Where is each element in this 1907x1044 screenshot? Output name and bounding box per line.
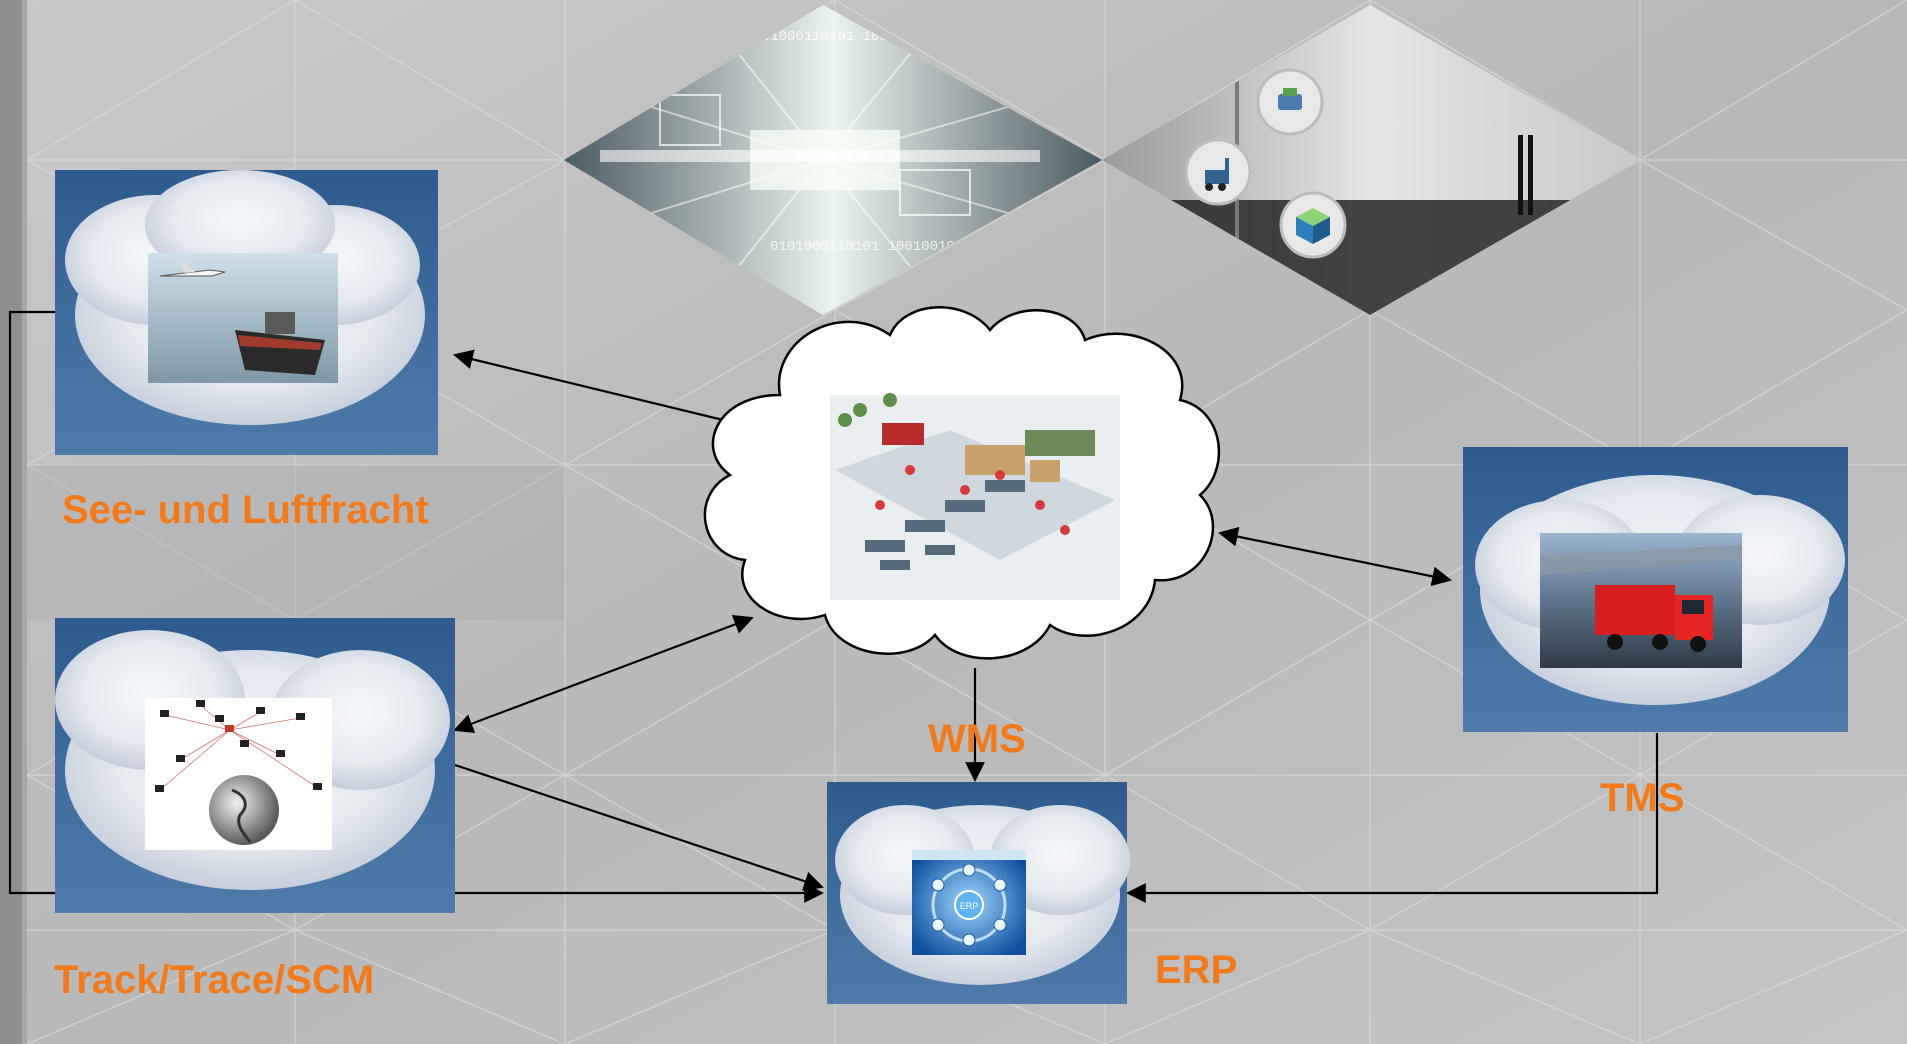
left-strip-edge [22,0,27,1044]
bg-tile [295,465,565,620]
label-tms: TMS [1600,776,1685,820]
tms-tile [1463,447,1848,732]
erp-logo-text: ERP [960,901,979,911]
arrow-sea-wms [453,349,754,433]
arrow-wms-tms [1218,526,1452,587]
truck-icon [1595,585,1713,652]
bg-tile [27,465,295,620]
arrow-tms-erp [1126,733,1659,903]
wms-cloud [703,306,1221,660]
sea-air-freight-tile [55,170,438,455]
arrow-track-erp [454,763,824,891]
label-wms: WMS [928,717,1026,761]
arrow-track-wms [453,615,754,733]
label-sea-air-freight: See- und Luftfracht [62,488,429,532]
track-trace-scm-tile [55,618,455,913]
label-erp: ERP [1155,948,1238,992]
erp-tile: ERP [827,782,1130,1004]
label-track-trace-scm: Track/Trace/SCM [54,958,375,1002]
